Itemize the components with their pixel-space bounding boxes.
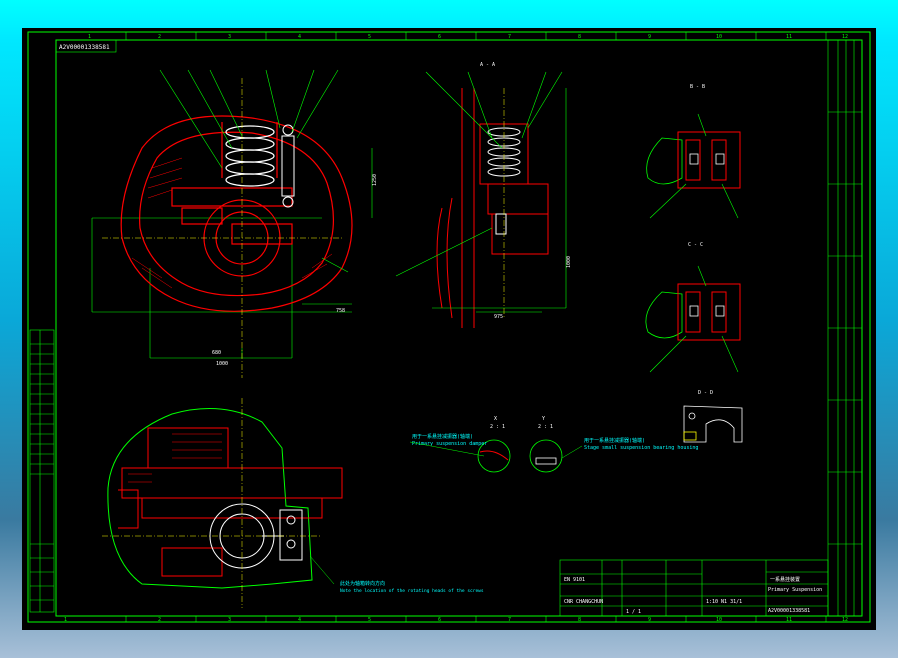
ruler-bottom-5: 5 xyxy=(368,617,371,623)
note-bottom-en: Note the location of the rotating heads … xyxy=(340,588,484,594)
ruler-top-8: 8 xyxy=(578,34,581,40)
ruler-bottom-2: 2 xyxy=(158,617,161,623)
detail-x-scale: 2 : 1 xyxy=(490,424,505,430)
ruler-top-6: 6 xyxy=(438,34,441,40)
detail-y-scale: 2 : 1 xyxy=(538,424,553,430)
section-a-a-view: A - A xyxy=(395,62,572,328)
cad-drawing[interactable]: 1 2 3 4 5 6 7 8 9 10 11 12 1 2 3 4 5 6 7… xyxy=(22,28,876,630)
stamp-top-left-text: A2V00001338581 xyxy=(59,44,110,51)
detail-x-label: X xyxy=(494,416,497,422)
ruler-top-1: 1 xyxy=(88,34,91,40)
section-b-b-view: B - B xyxy=(646,84,741,219)
title-block: 一系悬挂装置 Primary Suspension A2V00001338581… xyxy=(559,559,829,617)
title-en: Primary Suspension xyxy=(768,587,822,593)
ruler-bottom-1: 1 xyxy=(64,617,67,623)
section-d-d-view: D - D xyxy=(683,390,743,443)
section-b-b-label: B - B xyxy=(690,84,705,90)
section-c-c-view: C - C xyxy=(645,242,741,373)
drawing-no: A2V00001338581 xyxy=(768,608,810,614)
detail-x: X 2 : 1 xyxy=(477,416,511,473)
note-left-en: Primary suspension damper xyxy=(412,441,487,447)
dim-975: 975 xyxy=(494,314,503,320)
revision-columns xyxy=(827,40,862,616)
section-c-c-label: C - C xyxy=(688,242,703,248)
section-d-d-label: D - D xyxy=(698,390,713,396)
ruler-top-11: 11 xyxy=(786,34,792,40)
drawing-border-outer xyxy=(27,31,871,623)
ruler-bottom-8: 8 xyxy=(578,617,581,623)
ruler-top-4: 4 xyxy=(298,34,301,40)
dim-1000: 1000 xyxy=(216,361,228,367)
dim-1000b: 1000 xyxy=(566,256,572,268)
ruler-top-10: 10 xyxy=(716,34,722,40)
damper xyxy=(281,124,295,208)
top-view: 此处为轴箱转向方向 Note the location of the rotat… xyxy=(102,398,484,608)
coil-spring xyxy=(225,125,275,187)
ruler-bottom-12: 12 xyxy=(842,617,848,623)
detail-notes: 用于一系悬挂减振器(轴端) Primary suspension damper … xyxy=(409,433,698,459)
sheet-row: 1 / 1 xyxy=(626,609,641,615)
dim-758: 758 xyxy=(336,308,345,314)
note-right-cn: 用于一系悬挂减振器(轴端) xyxy=(584,437,645,444)
ruler-bottom-3: 3 xyxy=(228,617,231,623)
dim-1250: 1250 xyxy=(372,174,378,186)
ruler-top-5: 5 xyxy=(368,34,371,40)
cad-viewport[interactable]: 1 2 3 4 5 6 7 8 9 10 11 12 1 2 3 4 5 6 7… xyxy=(22,28,876,630)
title-cn: 一系悬挂装置 xyxy=(770,576,800,583)
note-left-cn: 用于一系悬挂减振器(轴端) xyxy=(412,433,473,440)
material-row: EN 9101 xyxy=(564,577,585,583)
ruler-bottom-9: 9 xyxy=(648,617,651,623)
drawing-border-inner xyxy=(55,39,863,617)
ruler-top xyxy=(125,32,827,40)
note-right-en: Stage small suspension bearing housing xyxy=(584,445,698,451)
ruler-bottom-10: 10 xyxy=(716,617,722,623)
detail-y-label: Y xyxy=(542,416,545,422)
section-a-a-label: A - A xyxy=(480,62,495,68)
ruler-top-7: 7 xyxy=(508,34,511,40)
detail-y: Y 2 : 1 xyxy=(529,416,563,473)
ruler-bottom-7: 7 xyxy=(508,617,511,623)
ruler-bottom-6: 6 xyxy=(438,617,441,623)
scale-row: 1:10 N1 31/1 xyxy=(706,599,742,605)
ruler-bottom xyxy=(125,616,827,622)
left-revision-table xyxy=(29,329,55,613)
ruler-bottom-11: 11 xyxy=(786,617,792,623)
main-view-frontal: 1250 680 1000 758 xyxy=(91,69,378,378)
stamp-top-left: A2V00001338581 xyxy=(55,39,117,53)
ruler-top-12: 12 xyxy=(842,34,848,40)
note-bottom-cn: 此处为轴箱转向方向 xyxy=(340,580,385,587)
dim-680: 680 xyxy=(212,350,221,356)
company-row: CNR CHANGCHUN xyxy=(564,599,603,605)
ruler-top-3: 3 xyxy=(228,34,231,40)
ruler-top-2: 2 xyxy=(158,34,161,40)
ruler-bottom-4: 4 xyxy=(298,617,301,623)
ruler-top-9: 9 xyxy=(648,34,651,40)
